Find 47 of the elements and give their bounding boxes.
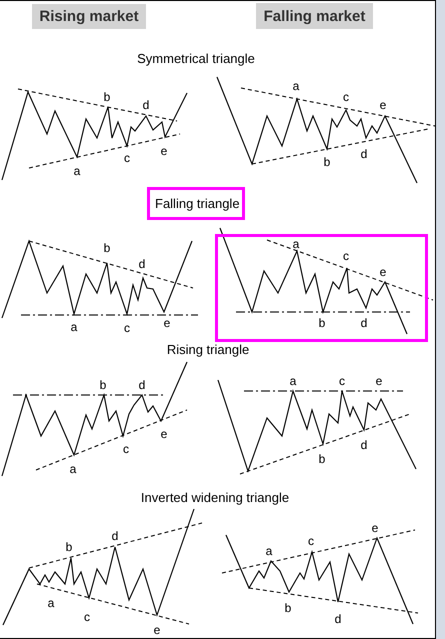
wave-label: c <box>308 535 314 547</box>
wave-label: c <box>123 443 129 455</box>
wave-label: c <box>343 250 349 262</box>
wave-label: a <box>292 80 300 92</box>
wave-label: a <box>266 545 272 557</box>
wave-label: a <box>70 321 78 333</box>
wave-label: c <box>124 152 130 164</box>
wave-label: e <box>380 266 386 278</box>
wave-label: d <box>138 379 146 391</box>
column-header: Rising market <box>32 4 146 29</box>
pattern-title: Symmetrical triangle <box>137 52 255 66</box>
wave-label: a <box>290 375 296 387</box>
column-header: Falling market <box>256 3 373 29</box>
wave-label: d <box>142 99 150 111</box>
wave-label: d <box>360 317 368 329</box>
callout-box: Falling triangle <box>147 187 245 220</box>
wave-label: c <box>84 611 90 623</box>
wave-label: b <box>104 91 110 103</box>
wave-label: a <box>74 165 80 177</box>
wave-label: d <box>112 530 118 542</box>
wave-label: b <box>318 453 326 465</box>
wave-label: b <box>284 602 292 614</box>
wave-label: b <box>318 317 326 329</box>
wave-label: b <box>324 156 330 168</box>
wave-label: b <box>100 379 106 391</box>
pattern-title: Inverted widening triangle <box>140 491 290 505</box>
wave-label: c <box>343 91 349 103</box>
wave-label: e <box>372 522 378 534</box>
wave-label: a <box>48 597 54 609</box>
wave-label: e <box>154 624 160 636</box>
wave-label: c <box>339 375 345 387</box>
pattern-title: Rising triangle <box>166 343 250 357</box>
wave-label: e <box>376 375 382 387</box>
wave-label: a <box>292 238 300 250</box>
highlight-frame <box>215 234 428 342</box>
wave-label: c <box>124 322 130 334</box>
wave-label: d <box>360 148 368 160</box>
wave-label: b <box>104 242 110 254</box>
wave-label: b <box>66 541 72 553</box>
wave-label: e <box>160 145 168 157</box>
wave-label: d <box>334 613 342 625</box>
wave-label: e <box>164 317 170 329</box>
wave-label: e <box>380 99 386 111</box>
wave-label: a <box>70 463 76 475</box>
wave-label: d <box>360 439 368 451</box>
wave-label: d <box>138 258 146 270</box>
wave-label: e <box>160 428 168 440</box>
